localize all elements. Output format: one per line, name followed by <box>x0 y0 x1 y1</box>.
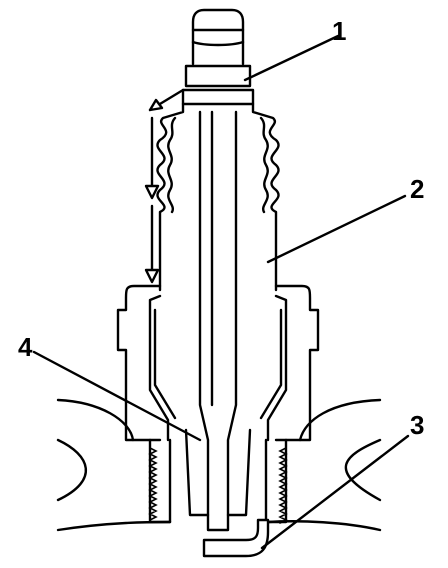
thread-section <box>148 438 288 524</box>
length-arrows <box>144 88 185 284</box>
callout-3: 3 <box>410 410 424 440</box>
hex-shell <box>116 284 320 442</box>
cylinder-head-contour <box>56 398 382 532</box>
callout-1: 1 <box>332 16 346 46</box>
terminal-nut <box>181 8 255 106</box>
callout-2: 2 <box>410 174 424 204</box>
center-electrode <box>184 110 252 532</box>
insulator <box>156 102 280 292</box>
leader-lines <box>32 34 410 550</box>
ground-electrode <box>202 518 270 558</box>
callout-4: 4 <box>18 332 33 362</box>
